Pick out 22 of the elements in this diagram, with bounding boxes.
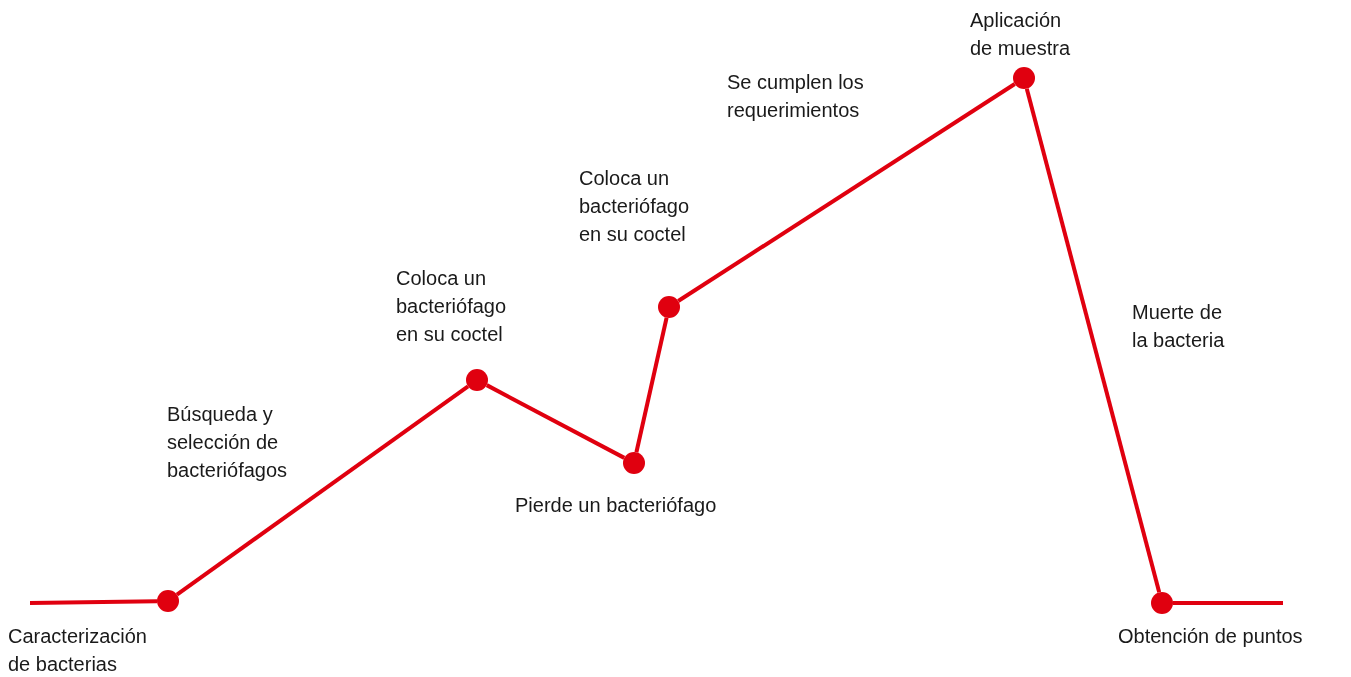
connector-line bbox=[1173, 601, 1283, 605]
edge-label: Búsqueda y selección de bacteriófagos bbox=[167, 402, 289, 483]
milestone-dot bbox=[658, 296, 680, 318]
connector-line bbox=[29, 599, 158, 605]
connector-line bbox=[485, 383, 626, 460]
milestone-dot bbox=[157, 590, 179, 612]
milestone-caption: Aplicación de muestra bbox=[970, 8, 1072, 61]
milestone-caption: Pierde un bacteriófago bbox=[515, 493, 718, 518]
milestone-caption: Coloca un bacteriófago en su coctel bbox=[579, 166, 691, 247]
edge-label: Se cumplen los requerimientos bbox=[727, 70, 865, 123]
edge-label: Muerte de la bacteria bbox=[1132, 300, 1226, 353]
connector-line bbox=[634, 317, 669, 453]
milestone-caption: Caracterización de bacterias bbox=[8, 624, 148, 677]
milestone-dot bbox=[1013, 67, 1035, 89]
milestone-dot bbox=[466, 369, 488, 391]
milestone-caption: Obtención de puntos bbox=[1118, 624, 1304, 649]
connector-line bbox=[1024, 88, 1162, 593]
milestone-dot bbox=[1151, 592, 1173, 614]
connector-line bbox=[677, 82, 1016, 303]
milestone-dot bbox=[623, 452, 645, 474]
milestone-caption: Coloca un bacteriófago en su coctel bbox=[396, 266, 508, 347]
connector-line bbox=[175, 384, 470, 597]
